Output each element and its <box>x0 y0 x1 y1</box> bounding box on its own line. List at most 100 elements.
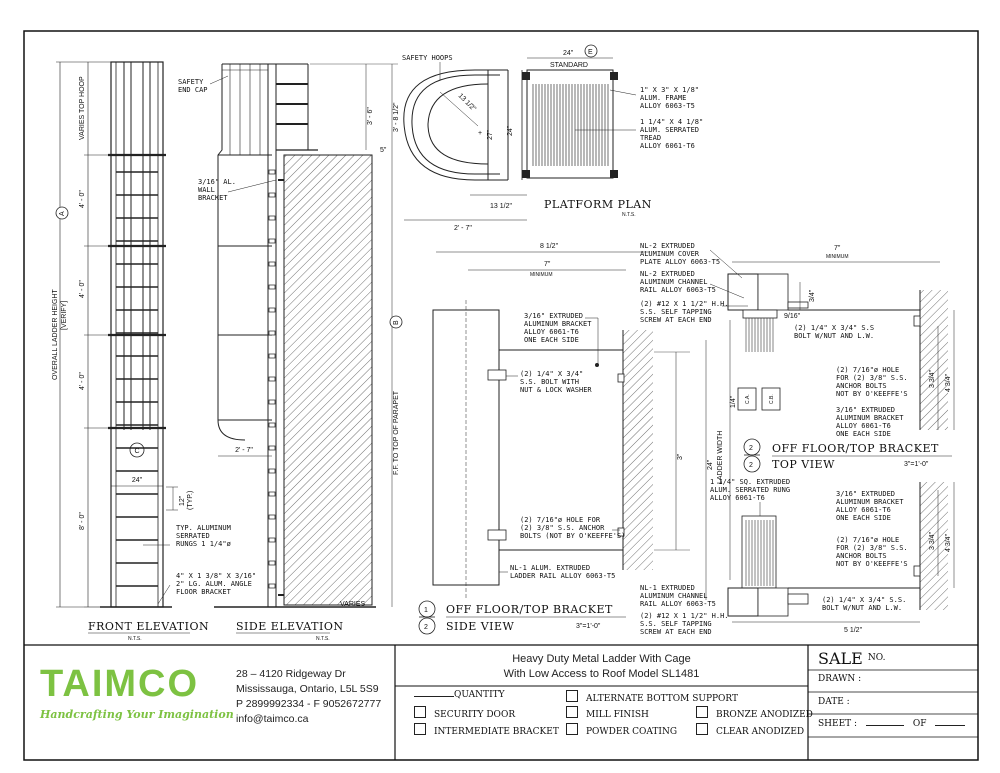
svg-text:24": 24" <box>563 50 574 57</box>
svg-text:8 1/2": 8 1/2" <box>540 243 559 250</box>
logo-text: TAIMCO <box>40 663 200 705</box>
svg-text:2: 2 <box>424 624 428 631</box>
svg-text:3 3/4": 3 3/4" <box>929 531 936 550</box>
checkbox[interactable] <box>566 690 578 702</box>
view-title-front: FRONT ELEVATION N.T.S. <box>88 620 209 642</box>
svg-text:1: 1 <box>424 607 428 614</box>
svg-text:3/16" EXTRUDED: 3/16" EXTRUDED <box>836 406 895 414</box>
powder-coating-option[interactable]: POWDER COATING <box>566 723 677 737</box>
svg-text:(2) 7/16"ø HOLE: (2) 7/16"ø HOLE <box>836 366 899 374</box>
svg-text:FLOOR BRACKET: FLOOR BRACKET <box>176 588 232 596</box>
svg-text:NL-1 ALUM. EXTRUDED: NL-1 ALUM. EXTRUDED <box>510 564 590 572</box>
security-door-option[interactable]: SECURITY DOOR <box>414 706 515 720</box>
svg-text:SERRATED: SERRATED <box>176 532 210 540</box>
svg-text:ALLOY 6061-T6: ALLOY 6061-T6 <box>836 422 891 430</box>
svg-text:13 1/2": 13 1/2" <box>457 92 478 113</box>
svg-text:(2) 3/8" S.S. ANCHOR: (2) 3/8" S.S. ANCHOR <box>520 524 605 532</box>
svg-text:LADDER RAIL ALLOY 6063-T5: LADDER RAIL ALLOY 6063-T5 <box>510 572 615 580</box>
svg-text:SCREW AT EACH END: SCREW AT EACH END <box>640 628 712 636</box>
label-c: C <box>134 448 139 455</box>
svg-text:SAFETY HOOPS: SAFETY HOOPS <box>402 54 453 62</box>
svg-text:SIDE VIEW: SIDE VIEW <box>446 620 515 633</box>
svg-text:STANDARD: STANDARD <box>550 62 588 69</box>
svg-text:ALUMINUM BRACKET: ALUMINUM BRACKET <box>836 414 904 422</box>
side-elevation: 2' - 7" 3' - 6" 3' - 8 1/2" 5" F.F. TO T… <box>214 63 403 608</box>
svg-text:(2) 1/4" X 3/4" S.S: (2) 1/4" X 3/4" S.S <box>794 324 874 332</box>
checkbox[interactable] <box>696 723 708 735</box>
svg-text:NL-1 EXTRUDED: NL-1 EXTRUDED <box>640 584 695 592</box>
svg-text:FOR (2) 3/8" S.S.: FOR (2) 3/8" S.S. <box>836 374 908 382</box>
svg-text:4 3/4": 4 3/4" <box>945 373 952 392</box>
bracket-top-view: 7" MINIMUM 3/4" 9/16" 1/4" C.A. C.B. LAD… <box>640 242 955 580</box>
sheet-border <box>23 30 979 761</box>
address-line-1: 28 – 4120 Ridgeway Dr <box>236 668 346 680</box>
platform-plan: 13 1/2" + 27" 24" 24" E STANDARD 13 1/2"… <box>402 44 703 232</box>
label-b: B <box>393 320 400 325</box>
svg-text:PLATFORM PLAN: PLATFORM PLAN <box>544 198 652 211</box>
svg-text:ALLOY 6061-T6: ALLOY 6061-T6 <box>836 506 891 514</box>
bronze-anodized-option[interactable]: BRONZE ANODIZED <box>696 706 813 720</box>
checkbox[interactable] <box>414 723 426 735</box>
email-link[interactable]: info@taimco.ca <box>236 713 309 725</box>
svg-text:N.T.S.: N.T.S. <box>316 636 330 642</box>
svg-text:S.S. BOLT WITH: S.S. BOLT WITH <box>520 378 579 386</box>
quantity-field[interactable]: QUANTITY <box>414 690 505 700</box>
alternate-bottom-support-option[interactable]: ALTERNATE BOTTOM SUPPORT <box>566 690 738 704</box>
clear-anodized-option[interactable]: CLEAR ANODIZED <box>696 723 804 737</box>
svg-text:ALUMINUM CHANNEL: ALUMINUM CHANNEL <box>640 592 707 600</box>
dim-4-0-a: 4' - 0" <box>79 190 86 208</box>
svg-text:PLATE ALLOY 6063-T5: PLATE ALLOY 6063-T5 <box>640 258 720 266</box>
svg-text:OFF FLOOR/TOP BRACKET: OFF FLOOR/TOP BRACKET <box>772 442 939 455</box>
svg-text:ALLOY 6061-T6: ALLOY 6061-T6 <box>710 494 765 502</box>
svg-text:TOP VIEW: TOP VIEW <box>772 458 835 471</box>
checkbox[interactable] <box>414 706 426 718</box>
note-rungs-1: TYP. ALUMINUM <box>176 524 231 532</box>
intermediate-bracket-option[interactable]: INTERMEDIATE BRACKET <box>414 723 559 737</box>
drawn-label: DRAWN : <box>818 674 862 684</box>
svg-text:ALUM. SERRATED RUNG: ALUM. SERRATED RUNG <box>710 486 790 494</box>
svg-text:TREAD: TREAD <box>640 134 661 142</box>
svg-text:ONE EACH SIDE: ONE EACH SIDE <box>524 336 579 344</box>
checkbox[interactable] <box>566 706 578 718</box>
svg-text:13 1/2": 13 1/2" <box>490 203 512 210</box>
svg-text:LADDER WIDTH: LADDER WIDTH <box>717 431 724 484</box>
svg-text:(2) 7/16"ø HOLE: (2) 7/16"ø HOLE <box>836 536 899 544</box>
svg-text:5 1/2": 5 1/2" <box>844 627 863 634</box>
sheet-field: SHEET : OF <box>818 719 966 729</box>
svg-text:ALUMINUM BRACKET: ALUMINUM BRACKET <box>836 498 904 506</box>
svg-text:ALUM. FRAME: ALUM. FRAME <box>640 94 686 102</box>
svg-text:3"=1'-0": 3"=1'-0" <box>904 461 929 468</box>
drawing-title-1: Heavy Duty Metal Ladder With Cage <box>512 653 691 665</box>
svg-text:FOR (2) 3/8" S.S.: FOR (2) 3/8" S.S. <box>836 544 908 552</box>
checkbox[interactable] <box>696 706 708 718</box>
svg-text:S.S. SELF TAPPING: S.S. SELF TAPPING <box>640 620 712 628</box>
svg-text:27": 27" <box>487 129 494 140</box>
svg-text:MINIMUM: MINIMUM <box>826 254 849 260</box>
mill-finish-option[interactable]: MILL FINISH <box>566 706 649 720</box>
svg-text:(2) #12 X 1 1/2" H.H.: (2) #12 X 1 1/2" H.H. <box>640 612 729 620</box>
svg-text:4 3/4": 4 3/4" <box>945 533 952 552</box>
svg-text:NL-2 EXTRUDED: NL-2 EXTRUDED <box>640 242 695 250</box>
svg-text:1 1/4" SQ. EXTRUDED: 1 1/4" SQ. EXTRUDED <box>710 478 790 486</box>
svg-text:3/16" EXTRUDED: 3/16" EXTRUDED <box>836 490 895 498</box>
checkbox[interactable] <box>566 723 578 735</box>
logo-tagline: Handcrafting Your Imagination <box>40 708 234 721</box>
dim-24-front: 24" <box>132 477 143 484</box>
svg-text:ALUM. SERRATED: ALUM. SERRATED <box>640 126 699 134</box>
svg-text:ANCHOR BOLTS: ANCHOR BOLTS <box>836 552 887 560</box>
dim-12: 12" <box>179 495 186 506</box>
svg-text:3/4": 3/4" <box>809 289 816 302</box>
svg-text:SIDE ELEVATION: SIDE ELEVATION <box>236 620 343 633</box>
svg-text:3": 3" <box>677 453 684 460</box>
svg-text:BOLT W/NUT AND L.W.: BOLT W/NUT AND L.W. <box>822 604 902 612</box>
svg-text:7": 7" <box>544 261 551 268</box>
svg-text:2: 2 <box>749 445 753 452</box>
svg-text:ALUMINUM CHANNEL: ALUMINUM CHANNEL <box>640 278 707 286</box>
dim-ff-parapet: F.F. TO TOP OF PARAPET <box>393 390 400 475</box>
dim-4-0-c: 4' - 0" <box>79 372 86 390</box>
svg-text:NOT BY O'KEEFFE'S: NOT BY O'KEEFFE'S <box>836 560 908 568</box>
svg-text:N.T.S.: N.T.S. <box>622 212 636 218</box>
svg-text:(2) 1/4" X 3/4" S.S.: (2) 1/4" X 3/4" S.S. <box>822 596 906 604</box>
svg-text:(2) 1/4" X 3/4": (2) 1/4" X 3/4" <box>520 370 583 378</box>
